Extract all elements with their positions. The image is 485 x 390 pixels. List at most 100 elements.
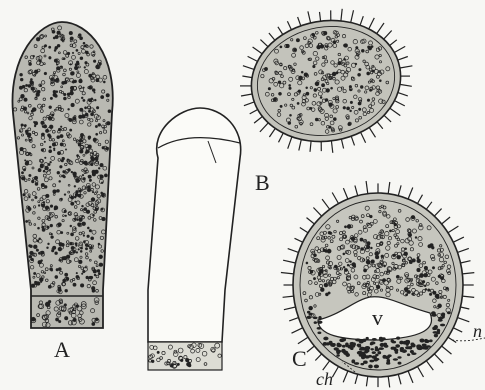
stipple-dot: [286, 44, 290, 48]
stipple-dot: [20, 147, 24, 151]
chromatophore-dot: [337, 343, 341, 347]
stipple-dot: [22, 85, 25, 88]
chromatophore-dot: [405, 346, 410, 349]
stipple-dot: [429, 293, 432, 296]
stipple-dot: [349, 260, 351, 262]
spine: [288, 137, 292, 149]
stipple-dot: [101, 208, 104, 211]
chromatophore-dot: [306, 316, 311, 319]
stipple-dot: [88, 136, 91, 139]
stipple-dot: [48, 135, 51, 138]
stipple-dot: [320, 288, 324, 292]
stipple-dot: [40, 281, 42, 283]
spine: [322, 199, 330, 209]
stipple-dot: [324, 283, 328, 287]
stipple-dot: [63, 97, 66, 100]
spine: [388, 376, 390, 387]
spine: [269, 33, 275, 40]
spine: [241, 94, 252, 96]
stipple-dot: [53, 90, 56, 93]
stipple-dot: [40, 163, 44, 167]
empty-cell-base: [148, 342, 222, 370]
stipple-dot: [350, 101, 353, 104]
stipple-dot: [81, 205, 83, 207]
spine: [400, 84, 412, 86]
chromatophore-dot: [350, 344, 355, 347]
stipple-dot: [432, 266, 435, 269]
spine: [260, 123, 268, 132]
chromatophore-dot: [365, 349, 369, 352]
stipple-dot: [100, 95, 104, 99]
stipple-dot: [347, 264, 349, 266]
spine: [351, 136, 354, 145]
stipple-dot: [306, 262, 308, 264]
stipple-dot: [278, 81, 281, 84]
spine: [458, 318, 470, 322]
stipple-dot: [346, 279, 348, 281]
spine: [281, 273, 294, 274]
stipple-dot: [92, 322, 96, 326]
stipple-dot: [49, 146, 51, 148]
stipple-dot: [334, 265, 338, 269]
stipple-dot: [48, 46, 51, 49]
stipple-dot: [21, 171, 24, 174]
stipple-dot: [157, 351, 160, 354]
empty-cell-wall: [148, 108, 241, 370]
stipple-dot: [405, 294, 408, 297]
stipple-dot: [357, 73, 360, 76]
stipple-dot: [37, 227, 39, 229]
stipple-dot: [417, 268, 421, 272]
spine: [254, 117, 262, 124]
stipple-dot: [360, 247, 363, 250]
stipple-dot: [70, 202, 74, 206]
spine: [250, 110, 258, 114]
stipple-dot: [80, 250, 82, 252]
stipple-dot: [417, 259, 421, 263]
stipple-dot: [360, 238, 364, 242]
stipple-dot: [343, 106, 346, 109]
stipple-dot: [411, 215, 415, 219]
chromatophore-dot: [334, 347, 339, 350]
stipple-dot: [34, 70, 38, 74]
stipple-dot: [50, 269, 52, 271]
stipple-dot: [64, 210, 67, 213]
stipple-dot: [344, 226, 347, 229]
spine: [307, 218, 315, 224]
spine: [284, 307, 296, 310]
stipple-dot: [89, 179, 91, 181]
chromatophore-dot: [398, 362, 402, 365]
stipple-dot: [343, 253, 345, 255]
stipple-dot: [65, 215, 67, 217]
stipple-dot: [78, 33, 81, 36]
stipple-dot: [306, 87, 308, 89]
stipple-dot: [53, 190, 57, 194]
stipple-dot: [43, 125, 47, 129]
chromatophore-dot: [323, 337, 328, 341]
spine: [442, 346, 452, 354]
stipple-dot: [278, 92, 281, 95]
stipple-dot: [48, 300, 51, 303]
stipple-dot: [188, 364, 191, 367]
stipple-dot: [38, 204, 40, 206]
stipple-dot: [83, 87, 85, 89]
stipple-dot: [39, 168, 41, 170]
stipple-dot: [94, 99, 96, 101]
stipple-dot: [325, 293, 328, 296]
stipple-dot: [325, 98, 328, 101]
stipple-dot: [46, 247, 48, 249]
stipple-dot: [34, 125, 36, 127]
chromatophore-dot: [372, 338, 377, 341]
spine: [369, 18, 375, 29]
stipple-dot: [55, 318, 59, 322]
spine: [360, 16, 363, 25]
spine: [300, 228, 308, 233]
stipple-dot: [57, 171, 60, 174]
stipple-dot: [60, 134, 64, 138]
stipple-dot: [379, 79, 381, 81]
chromatophore-dot: [437, 329, 440, 333]
cell-a: [12, 22, 112, 328]
spine: [398, 185, 401, 195]
spine: [248, 56, 258, 61]
stipple-dot: [89, 229, 92, 232]
stipple-dot: [80, 283, 84, 287]
